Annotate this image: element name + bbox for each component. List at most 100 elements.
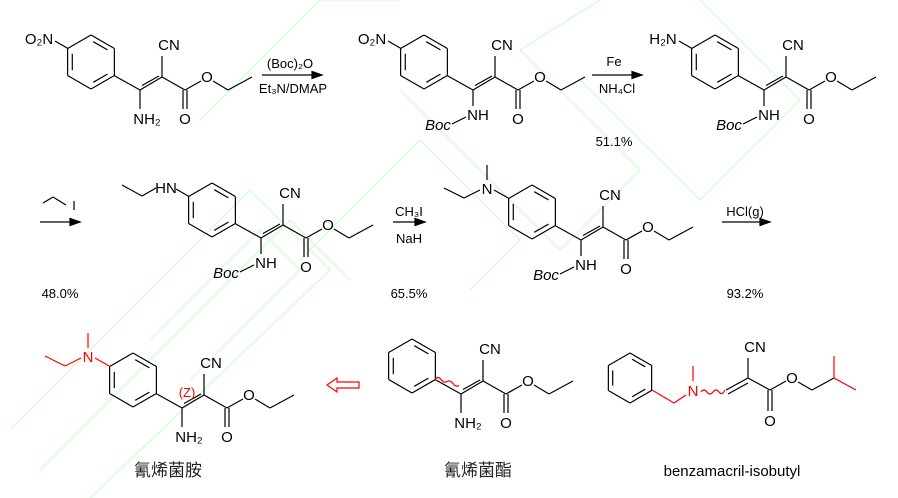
ester-o-label: O (243, 387, 255, 404)
ring-double-bond (213, 221, 229, 231)
condition-label: NH₄Cl (599, 81, 635, 96)
ring-bond (132, 392, 157, 408)
ester-o-label: O (201, 69, 213, 86)
ring-bond (400, 74, 425, 90)
bond (387, 40, 402, 50)
alkene-double-bond (765, 75, 784, 87)
ring-double-bond (533, 223, 549, 233)
bond (727, 382, 749, 395)
ring-bond (691, 34, 716, 50)
alkene-double-bond (141, 75, 160, 87)
ethyl-bond (851, 76, 877, 91)
ester-o-label: O (786, 370, 798, 387)
ring-bond (423, 34, 448, 50)
n-aryl-bond (94, 357, 111, 368)
boc-label: Boc (716, 117, 742, 134)
ethyl-bond (269, 394, 295, 409)
bond (769, 380, 787, 391)
bond (234, 222, 262, 239)
bond (836, 80, 853, 91)
ring-double-bond (716, 41, 732, 51)
alkene-bond (139, 76, 163, 91)
ring-bond (691, 74, 716, 90)
bond (333, 228, 350, 239)
carbonyl-o-label: O (179, 111, 191, 128)
condition-label: Et₃N/DMAP (259, 81, 327, 96)
bond (52, 196, 67, 206)
arrowhead-icon (631, 70, 644, 80)
compound-name: benzamacril-isobutyl (664, 463, 801, 480)
ring-bond (531, 184, 556, 200)
nh-label: NH (758, 107, 780, 124)
z-label: (Z) (179, 385, 196, 400)
boc-label: Boc (425, 117, 451, 134)
ring-double-bond (213, 189, 229, 199)
cyano-label: CN (599, 187, 621, 204)
boc-bond (742, 116, 758, 125)
ring-bond (67, 34, 92, 50)
boc-bond (239, 264, 255, 273)
ring-bond (629, 389, 652, 404)
amino-label: H₂N (649, 31, 677, 48)
reagent-label: HCl(g) (726, 204, 764, 219)
nitro-label: O₂N (358, 31, 386, 48)
ester-o-label: O (522, 373, 534, 390)
cyano-label: CN (782, 37, 804, 54)
ring-bond (90, 34, 115, 50)
ring-bond (132, 352, 157, 368)
bond (737, 74, 765, 91)
bond (797, 381, 813, 391)
ring-bond (109, 392, 134, 408)
carbonyl-o-label: O (512, 111, 524, 128)
ring-bond (388, 338, 413, 354)
bond (811, 377, 835, 391)
ethyl-iodide-bond (42, 196, 54, 204)
alkene-double-bond (183, 393, 202, 405)
ring-double-bond (92, 41, 108, 51)
ring-bond (400, 34, 425, 50)
ring-bond (508, 224, 533, 240)
ring-bond (608, 389, 631, 404)
ring-bond (508, 184, 533, 200)
ring-bond (188, 222, 213, 238)
alkene-bond (472, 76, 496, 91)
boc-label: Boc (213, 265, 239, 282)
alkene-bond (763, 76, 787, 91)
cyano-label: CN (744, 339, 766, 356)
n-aryl-bond (493, 189, 510, 200)
reagent-label: (Boc)₂O (267, 56, 313, 71)
ring-bond (714, 34, 739, 50)
cyano-label: CN (158, 37, 180, 54)
n-label: N (83, 349, 94, 366)
ethyl-bond (44, 355, 66, 367)
ring-double-bond (134, 359, 150, 369)
bond (494, 76, 519, 91)
n-label: N (482, 181, 493, 198)
boc-bond (559, 266, 575, 275)
n-ethyl-bond (64, 357, 82, 367)
carbonyl-o-label: O (620, 261, 632, 278)
carbonyl-o-label: O (764, 413, 776, 430)
nh-label: NH (255, 255, 277, 272)
bond (747, 377, 771, 391)
n-ethyl-bond (463, 189, 481, 199)
hollow-left-arrow-icon (325, 376, 360, 394)
wavy-bond (700, 389, 726, 395)
alkene-bond (260, 224, 284, 239)
bond (545, 80, 562, 91)
ring-bond (608, 352, 631, 367)
nitro-label: O₂N (25, 31, 53, 48)
condition-label: NaH (396, 231, 422, 246)
bond (625, 230, 643, 241)
bond (212, 80, 229, 91)
watermark (9, 0, 801, 498)
carbonyl-o-label: O (300, 259, 312, 276)
boc-label: Boc (533, 267, 559, 284)
bond (305, 228, 323, 239)
bond (505, 384, 523, 395)
amino-label: NH₂ (454, 415, 482, 432)
ring-bond (67, 74, 92, 90)
reagent-label: CH₃I (395, 204, 423, 219)
